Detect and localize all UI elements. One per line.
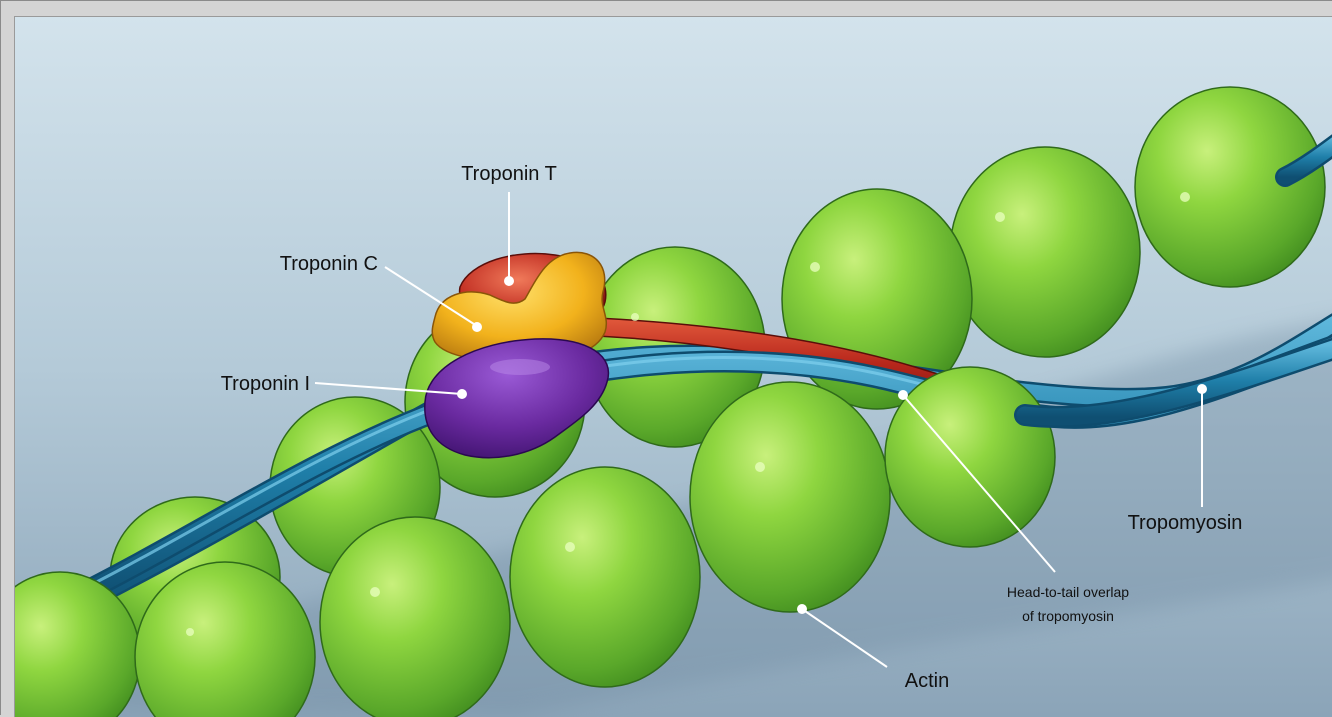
troponin-i-label: Troponin I [221, 373, 310, 395]
thin-filament-illustration: Troponin T Troponin C Troponin I Tropomy… [15, 17, 1332, 717]
actin-monomer [885, 367, 1055, 547]
actin-monomer [320, 517, 510, 717]
actin-label: Actin [905, 670, 949, 692]
troponin-c-label: Troponin C [280, 253, 378, 275]
overlap-label-line2: of tropomyosin [1022, 608, 1114, 624]
actin-monomer [510, 467, 700, 687]
actin-monomer [690, 382, 890, 612]
troponin-t-label: Troponin T [461, 163, 557, 185]
actin-monomer [950, 147, 1140, 357]
tropomyosin-label: Tropomyosin [1128, 512, 1243, 534]
actin-monomer [1135, 87, 1325, 287]
overlap-label-line1: Head-to-tail overlap [1007, 584, 1129, 600]
illustration-panel: Troponin T Troponin C Troponin I Tropomy… [14, 16, 1332, 717]
